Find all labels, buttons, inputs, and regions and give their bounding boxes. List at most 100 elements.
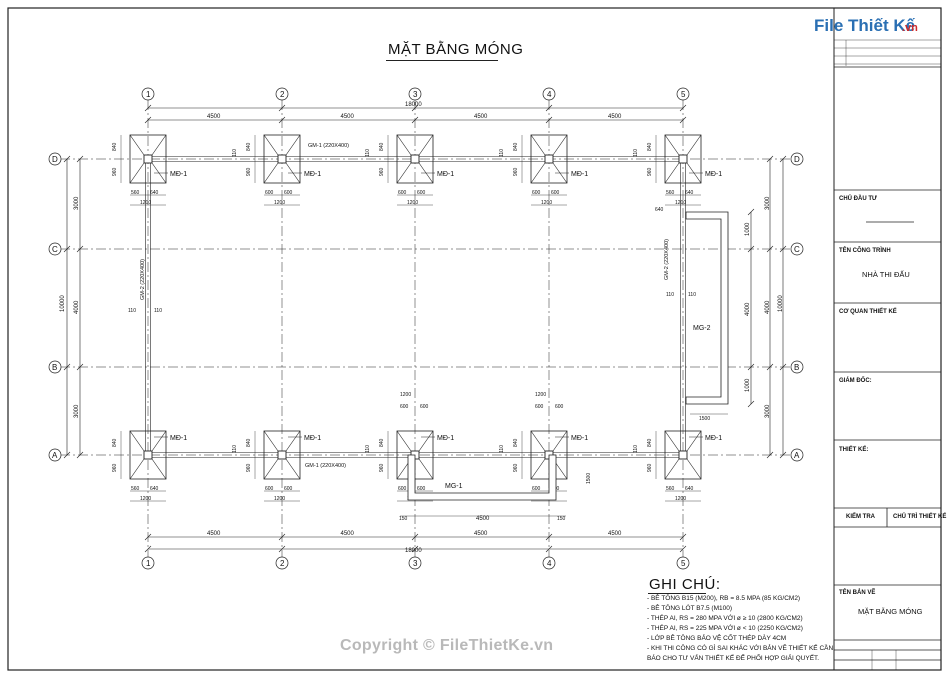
dim-560: 560 [666, 486, 675, 492]
dim-110: 110 [154, 308, 162, 314]
dim-110: 110 [666, 292, 674, 298]
tb-giam-doc: GIÁM ĐỐC: [839, 378, 872, 384]
dim-1200: 1200 [274, 496, 285, 502]
axis-bubble [275, 87, 289, 101]
note-item: - THÉP AI, RS = 225 MPA VỚI ø < 10 (2250… [647, 625, 803, 632]
footing-slope [552, 134, 568, 156]
dim-840: 840 [513, 142, 519, 151]
column [143, 450, 153, 460]
dim-840: 840 [112, 438, 118, 447]
axis-label: D [794, 155, 800, 164]
drawing-title: MẶT BẰNG MÓNG [388, 41, 524, 58]
dim-span: 4500 [341, 114, 355, 120]
footing-slope [530, 430, 546, 452]
axis-label: 4 [547, 90, 552, 99]
logo-text: File Thiết Kế [814, 16, 916, 35]
footing-slope [129, 134, 145, 156]
axis-bubble [676, 556, 690, 570]
axis-bubble [542, 87, 556, 101]
dim-1200: 1200 [140, 496, 151, 502]
dim-total: 10000 [778, 295, 784, 312]
axis-bubble [790, 242, 804, 256]
dim-600: 600 [265, 190, 274, 196]
footing-slope [151, 134, 167, 156]
dim-tick [779, 363, 787, 371]
dim-total: 18000 [405, 102, 422, 108]
axis-label: B [794, 363, 799, 372]
axis-label: A [52, 451, 58, 460]
axis-bubble [48, 152, 62, 166]
notes-title: GHI CHÚ: [649, 576, 721, 593]
column [277, 450, 287, 460]
dim-tick [278, 104, 286, 112]
footing-md1 [664, 430, 702, 480]
footing-slope [686, 134, 702, 156]
dim-tick [747, 208, 755, 216]
footing-md1 [129, 134, 167, 184]
dim-960: 960 [379, 463, 385, 472]
dim-110: 110 [499, 445, 505, 453]
label-gm1: GM-1 (220X400) [308, 143, 349, 149]
dim-total: 18000 [405, 548, 422, 554]
dim-span: 4500 [474, 531, 488, 537]
dim-560: 560 [131, 190, 140, 196]
dim-150: 150 [557, 516, 566, 522]
axis-bubble [408, 87, 422, 101]
column [678, 154, 688, 164]
dim-tick [63, 155, 71, 163]
dim-span: 4500 [207, 531, 221, 537]
footing-slope [129, 458, 145, 480]
footing-slope [686, 458, 702, 480]
dim-1200: 1200 [400, 392, 411, 398]
dim-600: 600 [417, 486, 426, 492]
footing-slope [396, 162, 412, 184]
dim-tick [411, 116, 419, 124]
dim-span: 4500 [476, 516, 490, 522]
axis-bubble [790, 360, 804, 374]
label-gm2: GM-2 (220X400) [140, 259, 146, 300]
label-md1: MĐ-1 [571, 171, 588, 178]
dim-600: 600 [532, 190, 541, 196]
dim-tick [747, 245, 755, 253]
dim-total: 10000 [60, 295, 66, 312]
dim-110: 110 [128, 308, 136, 314]
wall-mg2 [685, 211, 729, 405]
axis-label: 2 [280, 559, 285, 568]
dim-840: 840 [246, 438, 252, 447]
dim-840: 840 [513, 438, 519, 447]
dim-span: 1000 [745, 222, 751, 236]
footing-slope [418, 458, 434, 480]
label-md1: MĐ-1 [170, 435, 187, 442]
dim-span: 3000 [74, 404, 80, 418]
dim-span: 4500 [474, 114, 488, 120]
dim-tick [76, 363, 84, 371]
footing-slope [664, 430, 680, 452]
dim-span: 3000 [765, 196, 771, 210]
dim-1200: 1200 [675, 200, 686, 206]
dim-960: 960 [112, 167, 118, 176]
dim-span: 4500 [608, 531, 622, 537]
dim-560: 560 [131, 486, 140, 492]
footing-md1 [530, 134, 568, 184]
footing-slope [285, 430, 301, 452]
footing-slope [129, 162, 145, 184]
dim-1200: 1200 [140, 200, 151, 206]
dim-span: 4500 [341, 531, 355, 537]
dim-tick [144, 116, 152, 124]
dim-640: 640 [150, 486, 159, 492]
dim-600: 600 [284, 190, 293, 196]
dim-1200: 1200 [675, 496, 686, 502]
footing-slope [664, 162, 680, 184]
tb-cong-trinh: NHÀ THI ĐẤU [862, 270, 910, 279]
axis-label: 4 [547, 559, 552, 568]
dim-span: 3000 [765, 404, 771, 418]
dim-640: 640 [685, 190, 694, 196]
dim-tick [411, 533, 419, 541]
footing-slope [396, 134, 412, 156]
dim-tick [679, 104, 687, 112]
dim-110: 110 [232, 445, 238, 453]
footing-slope [396, 430, 412, 452]
label-gm1: GM-1 (220X400) [305, 463, 346, 469]
dim-tick [545, 533, 553, 541]
note-item: BÁO CHO TƯ VẤN THIẾT KẾ ĐỂ PHỐI HỢP GIẢI… [647, 655, 820, 662]
